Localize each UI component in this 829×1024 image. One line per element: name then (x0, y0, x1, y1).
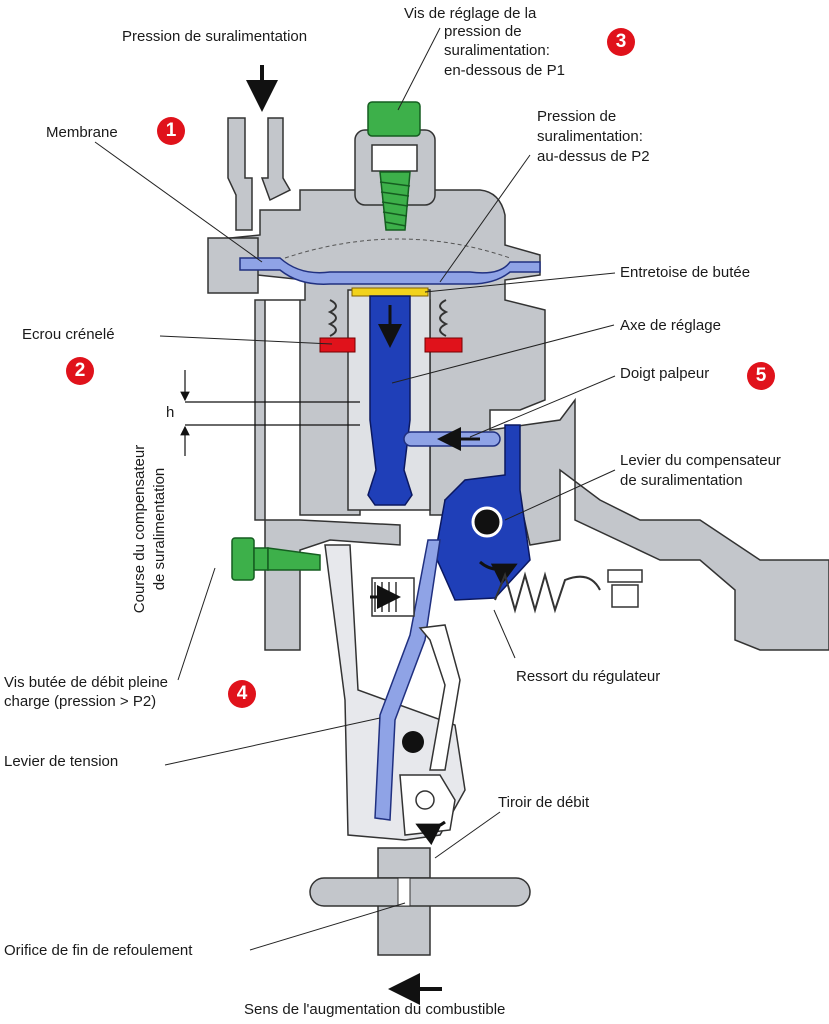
lever-pivot (471, 506, 503, 538)
label-full-load-line1: Vis butée de débit pleine (4, 674, 169, 691)
governor-link (418, 624, 461, 771)
end-of-delivery-orifice (397, 877, 411, 907)
spool-link-hole (415, 790, 435, 810)
label-boost-pressure: Pression de suralimentation (122, 28, 308, 45)
label-pressure-above-line2: suralimentation: (537, 128, 643, 145)
label-course-line2: de suralimentation (151, 467, 168, 591)
membrane-rest-line (284, 238, 511, 259)
regulator-spring (494, 571, 601, 614)
label-regulator-spring: Ressort du régulateur (516, 668, 661, 685)
boost-adjusting-screw (367, 101, 421, 231)
castle-nut (319, 337, 463, 353)
spring-anchor (607, 569, 643, 608)
label-compensator-lever-line2: de suralimentation (620, 472, 743, 489)
tension-lever-pivot (402, 731, 424, 753)
marker-5: 5 (747, 362, 775, 390)
label-adjusting-axis: Axe de réglage (620, 317, 721, 334)
label-pressure-above-line3: au-dessus de P2 (537, 148, 650, 165)
distributor-piston (309, 877, 531, 907)
leader-lines (94, 27, 616, 951)
lever-rotation-arrow (479, 560, 518, 586)
castle-nut-spring (327, 299, 449, 337)
marker-2: 2 (66, 357, 94, 385)
label-adjusting-screw-line1: Vis de réglage de la (404, 5, 537, 22)
upper-housing (209, 189, 829, 651)
marker-3: 3 (607, 28, 635, 56)
label-full-load-line2: charge (pression > P2) (4, 693, 157, 710)
label-membrane: Membrane (46, 124, 118, 141)
label-pressure-above-line1: Pression de (537, 108, 617, 125)
tension-lever (374, 539, 441, 821)
label-fuel-direction: Sens de l'augmentation du combustible (244, 1001, 506, 1018)
label-course-line1: Course du compensateur (131, 444, 148, 614)
marker-1: 1 (157, 117, 185, 145)
label-flow-spool: Tiroir de débit (498, 794, 590, 811)
marker-4: 4 (228, 680, 256, 708)
flow-spool-body (377, 904, 431, 956)
membrane (239, 257, 541, 285)
label-adjusting-screw-line2: pression de (444, 23, 522, 40)
flow-spool-top (377, 847, 431, 879)
label-sensing-finger: Doigt palpeur (620, 365, 710, 382)
boost-inlet-tube (227, 117, 292, 231)
label-h: h (166, 404, 175, 421)
h-dimension (180, 370, 360, 456)
stop-spacer (351, 287, 429, 297)
label-tension-lever: Levier de tension (4, 753, 119, 770)
full-load-stop-screw (231, 537, 321, 581)
label-stop-spacer: Entretoise de butée (620, 264, 751, 281)
label-compensator-lever-line1: Levier du compensateur (620, 452, 781, 469)
label-adjusting-screw-line3: suralimentation: (444, 42, 550, 59)
spool-link-arrow (415, 820, 446, 846)
label-end-of-delivery-orifice: Orifice de fin de refoulement (4, 942, 193, 959)
label-adjusting-screw-line4: en-dessous de P1 (444, 62, 565, 79)
label-castle-nut: Ecrou crénelé (22, 326, 115, 343)
